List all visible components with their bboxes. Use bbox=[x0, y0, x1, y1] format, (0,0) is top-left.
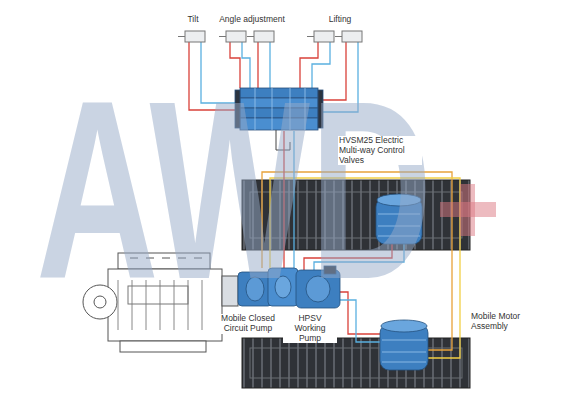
drive-motor bbox=[378, 214, 420, 236]
engine bbox=[118, 253, 210, 269]
watermark-plus bbox=[440, 184, 496, 236]
hydraulic-line bbox=[283, 131, 284, 268]
pump bbox=[324, 266, 336, 274]
hydraulic-cylinder bbox=[178, 31, 362, 42]
hydraulic-hose bbox=[322, 42, 358, 112]
lower-track bbox=[242, 338, 470, 388]
hydraulic-line bbox=[336, 300, 380, 342]
hydraulic-hose bbox=[257, 42, 258, 88]
hydraulic-cylinder bbox=[314, 31, 334, 42]
engine bbox=[120, 341, 206, 352]
engine bbox=[128, 286, 188, 304]
hydraulic-cylinder bbox=[254, 31, 274, 42]
engine bbox=[130, 258, 202, 259]
hydraulic-hose bbox=[312, 42, 330, 88]
control-valve bbox=[240, 88, 318, 98]
hydraulic-hose bbox=[300, 42, 318, 88]
drive-motor bbox=[376, 194, 428, 370]
engine bbox=[118, 280, 202, 330]
watermark: AWD bbox=[36, 62, 433, 317]
part-label: Mobile Closed Circuit Pump bbox=[216, 314, 280, 334]
hydraulic-line bbox=[270, 178, 460, 358]
hydraulic-hose bbox=[230, 42, 240, 88]
hydraulic-cylinder bbox=[219, 36, 226, 37]
hydraulic-hose bbox=[189, 42, 235, 110]
watermark-plus bbox=[460, 184, 475, 236]
pump bbox=[238, 272, 272, 306]
control-valve bbox=[255, 88, 305, 130]
pump bbox=[306, 276, 330, 302]
drive-motor bbox=[382, 340, 426, 362]
part-label: Tilt bbox=[176, 15, 210, 25]
hydraulic-cylinder bbox=[185, 31, 205, 42]
hydraulic-hose bbox=[189, 42, 358, 112]
hydraulic-line bbox=[262, 172, 452, 350]
hydraulic-cylinder bbox=[335, 36, 342, 37]
hydraulic-cylinder bbox=[178, 36, 185, 37]
control-valve bbox=[318, 90, 323, 128]
engine bbox=[108, 269, 222, 341]
engine bbox=[222, 276, 238, 306]
upper-track bbox=[250, 192, 462, 238]
part-label: Lifting bbox=[314, 15, 366, 25]
control-valve bbox=[235, 88, 323, 130]
pump bbox=[296, 270, 340, 308]
part-label: Angle adjustment bbox=[208, 15, 296, 25]
hydraulic-line bbox=[293, 131, 294, 268]
hydraulic-line bbox=[304, 242, 392, 270]
engine bbox=[94, 296, 106, 308]
pump bbox=[275, 276, 291, 298]
lower-track bbox=[242, 338, 470, 388]
part-label: Mobile Motor Assembly bbox=[470, 312, 536, 332]
hydraulic-line bbox=[262, 131, 460, 358]
hydraulic-cylinder bbox=[342, 31, 362, 42]
pump bbox=[246, 277, 264, 301]
engine bbox=[83, 253, 238, 352]
pump bbox=[268, 268, 298, 306]
upper-track bbox=[242, 180, 470, 250]
pump bbox=[238, 266, 340, 308]
control-valve bbox=[240, 118, 318, 130]
control-valve bbox=[240, 98, 318, 108]
hydraulic-hose bbox=[322, 42, 346, 100]
part-label: HVSM25 Electric Multi-way Control Valves bbox=[338, 136, 422, 165]
hydraulic-cylinder bbox=[226, 31, 246, 42]
control-valve bbox=[240, 108, 318, 118]
hydraulic-hose bbox=[269, 42, 270, 88]
drive-motor bbox=[377, 194, 421, 206]
drive-motor bbox=[381, 320, 427, 332]
hydraulic-cylinder bbox=[307, 36, 314, 37]
hydraulic-hose bbox=[242, 42, 250, 88]
hydraulic-cylinder bbox=[247, 36, 254, 37]
lower-track bbox=[250, 348, 462, 378]
control-valve bbox=[235, 90, 240, 128]
drain-line bbox=[276, 130, 290, 150]
upper-track bbox=[242, 180, 470, 250]
part-label: HPSV Working Pump bbox=[283, 314, 337, 343]
engine bbox=[83, 285, 117, 319]
